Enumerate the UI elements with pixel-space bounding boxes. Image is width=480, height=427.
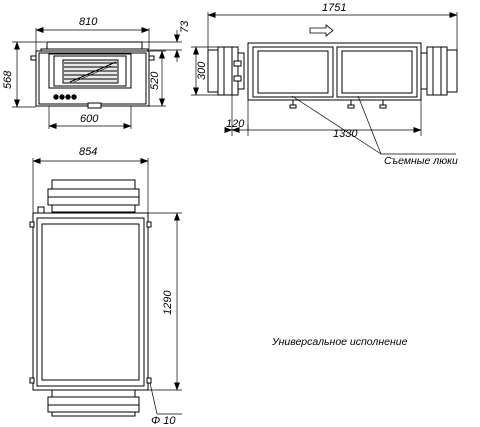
dim-854: 854 [79,146,97,158]
dim-73: 73 [179,20,191,33]
dim-1290: 1290 [162,290,174,315]
top-view [29,179,152,417]
side-view [207,24,458,109]
caption: Универсальное исполнение [271,336,408,348]
dim-520: 520 [149,71,161,90]
dim-300: 300 [196,61,208,80]
hatch-label: Съемные люки [384,155,458,167]
dim-diameter-10: Φ 10 [151,415,176,427]
front-view [30,41,155,109]
front-view-dimensions [12,27,182,129]
dim-1330: 1330 [333,128,358,140]
dim-1751: 1751 [322,2,346,14]
dim-120: 120 [226,118,245,130]
side-view-dimensions [191,12,458,155]
dim-600: 600 [80,113,99,125]
dim-568: 568 [2,70,14,89]
dim-810: 810 [79,16,98,28]
top-view-dimensions [32,158,182,415]
